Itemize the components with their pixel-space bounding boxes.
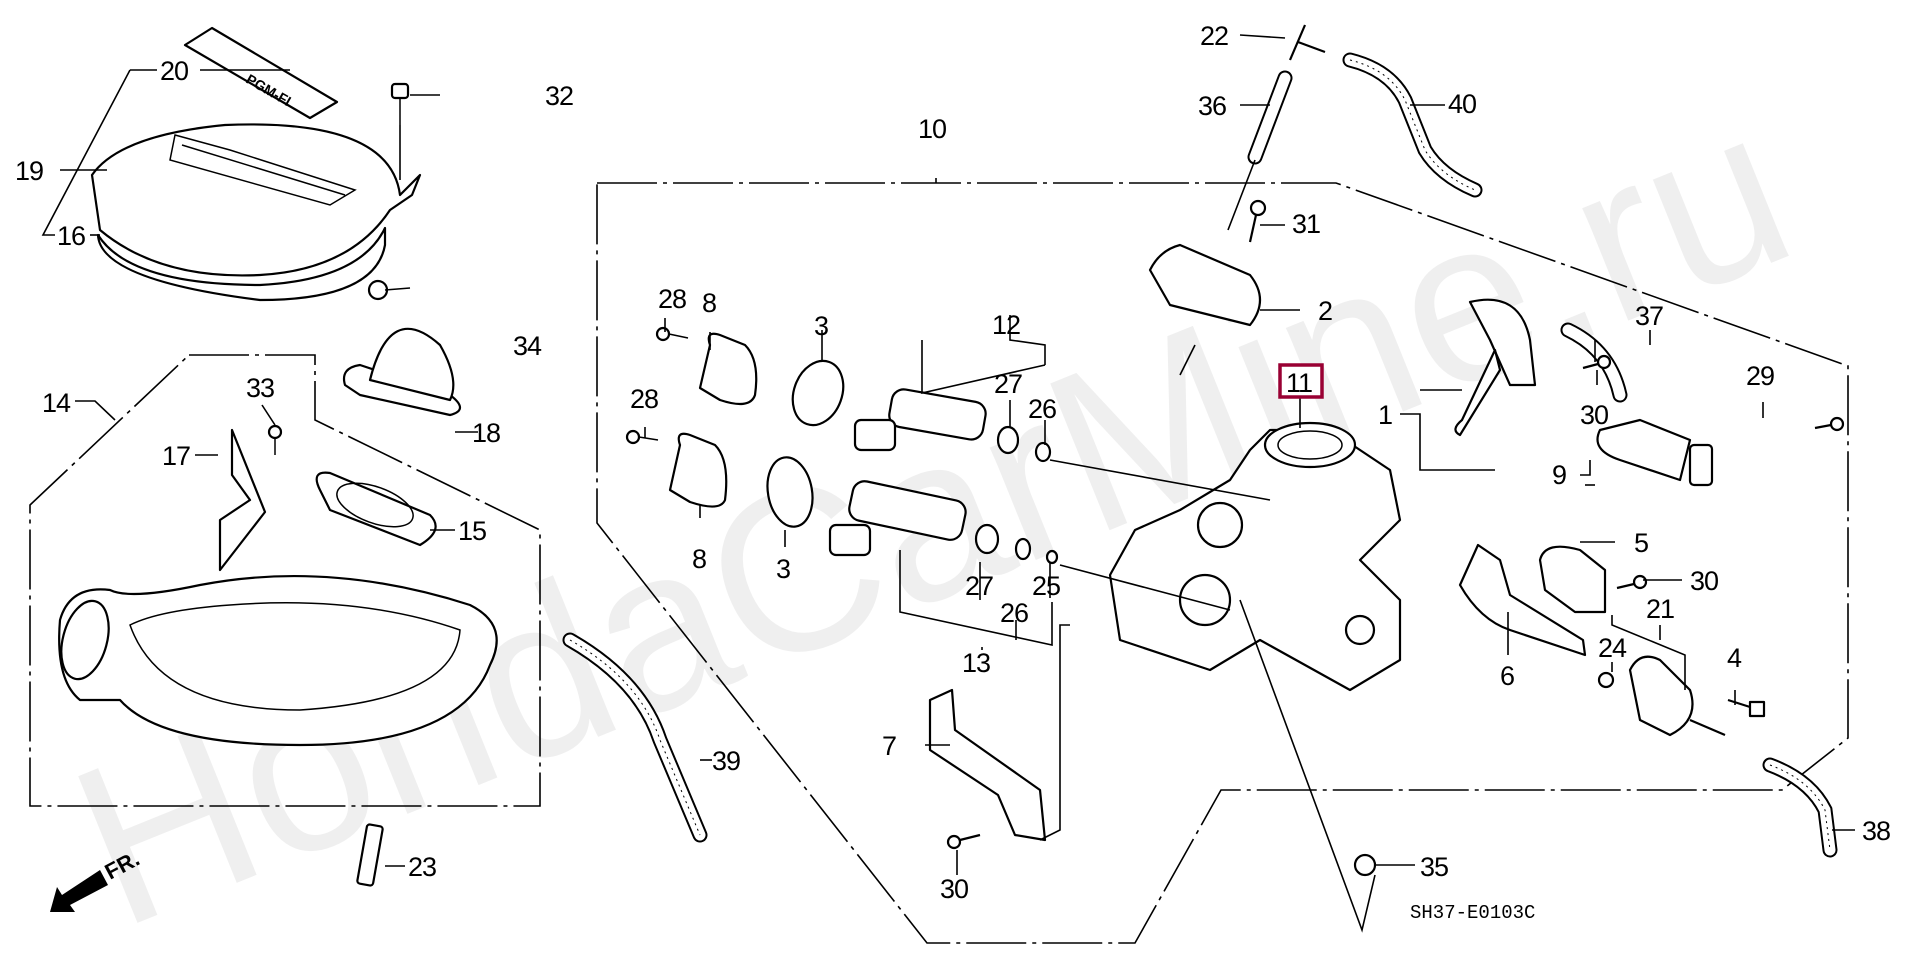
- part-16-air-filter[interactable]: [96, 226, 387, 302]
- callout-11[interactable]: 11: [1286, 368, 1313, 398]
- part-29-bolt[interactable]: [1814, 416, 1845, 432]
- part-19-air-cleaner-cover[interactable]: [90, 123, 422, 277]
- part-24-washer[interactable]: [1597, 671, 1615, 689]
- part-39-hose[interactable]: [562, 632, 708, 843]
- callout-12[interactable]: 12: [992, 310, 1021, 340]
- callout-5[interactable]: 5: [1634, 528, 1649, 558]
- part-26-washer-upper[interactable]: [1034, 441, 1052, 463]
- callout-21[interactable]: 21: [1646, 594, 1675, 624]
- front-arrow-icon: [50, 870, 108, 912]
- part-38-hose[interactable]: [1762, 757, 1838, 858]
- callout-35[interactable]: 35: [1420, 852, 1449, 882]
- callout-18[interactable]: 18: [472, 418, 501, 448]
- callout-22[interactable]: 22: [1200, 21, 1229, 51]
- callout-27-upper[interactable]: 27: [994, 369, 1023, 399]
- part-30-bolt-lower[interactable]: [946, 833, 981, 850]
- callout-8-upper[interactable]: 8: [702, 288, 717, 318]
- callout-3-upper[interactable]: 3: [814, 311, 829, 341]
- callout-38[interactable]: 38: [1862, 816, 1891, 846]
- callout-10[interactable]: 10: [918, 114, 947, 144]
- callout-33[interactable]: 33: [246, 373, 275, 403]
- callout-26-upper[interactable]: 26: [1028, 394, 1057, 424]
- part-25-clip[interactable]: [1045, 549, 1059, 565]
- callout-6[interactable]: 6: [1500, 661, 1515, 691]
- part-28-bolt-lower[interactable]: [625, 429, 659, 445]
- part-21-sensor[interactable]: [1628, 655, 1726, 737]
- callout-23[interactable]: 23: [408, 852, 437, 882]
- callout-27-lower[interactable]: 27: [965, 571, 994, 601]
- callout-32[interactable]: 32: [545, 81, 574, 111]
- callout-8-lower[interactable]: 8: [692, 544, 707, 574]
- part-8-cover-lower[interactable]: [668, 432, 728, 508]
- part-33-screw[interactable]: [267, 424, 283, 455]
- callout-30-mid[interactable]: 30: [1690, 566, 1719, 596]
- callout-20[interactable]: 20: [160, 56, 189, 86]
- leader-lines: [41, 34, 1855, 933]
- part-22-t-joint[interactable]: [1288, 24, 1326, 61]
- part-27-oring-lower[interactable]: [974, 523, 1000, 555]
- part-4-bolt[interactable]: [1727, 698, 1766, 718]
- callout-26-lower[interactable]: 26: [1000, 598, 1029, 628]
- part-32-bolt[interactable]: [390, 82, 410, 180]
- callout-15[interactable]: 15: [458, 516, 487, 546]
- part-1-bracket[interactable]: [1454, 298, 1537, 437]
- part-2-dashpot[interactable]: [1148, 243, 1262, 376]
- part-20-emblem[interactable]: PGM-FI: [183, 26, 339, 120]
- callout-14[interactable]: 14: [42, 388, 72, 418]
- group-outline-14: [29, 354, 541, 807]
- highlight-box-11: [1278, 363, 1324, 399]
- part-34-nut[interactable]: [367, 279, 389, 301]
- part-6-bracket[interactable]: [1458, 543, 1587, 657]
- part-28-bolt-upper[interactable]: [655, 326, 689, 342]
- callout-31[interactable]: 31: [1292, 209, 1321, 239]
- callout-19[interactable]: 19: [15, 156, 44, 186]
- callout-7[interactable]: 7: [882, 731, 897, 761]
- callout-4[interactable]: 4: [1727, 643, 1743, 673]
- group-outline-10: [596, 182, 1849, 944]
- callout-labels: 1 2 3 3 4 5 6 7 8 8 9 10 11 12 13 14 15 …: [15, 21, 1891, 904]
- callout-1[interactable]: 1: [1378, 400, 1393, 430]
- callout-3-lower[interactable]: 3: [776, 554, 791, 584]
- part-3-seal-upper[interactable]: [784, 354, 852, 432]
- part-17-plate[interactable]: [218, 428, 267, 572]
- part-11-throttle-body[interactable]: [1108, 421, 1402, 692]
- callout-16[interactable]: 16: [57, 221, 86, 251]
- part-9-valve[interactable]: [1596, 418, 1714, 487]
- part-5-bracket[interactable]: [1538, 545, 1607, 614]
- part-7-bracket[interactable]: [928, 688, 1047, 842]
- part-12-injector-upper[interactable]: [853, 387, 988, 452]
- part-8-cover-upper[interactable]: [698, 332, 758, 406]
- part-35-nut[interactable]: [1353, 853, 1377, 877]
- diagram-code: SH37-E0103C: [1410, 902, 1535, 924]
- callout-36[interactable]: 36: [1198, 91, 1227, 121]
- callout-30-lower[interactable]: 30: [940, 874, 969, 904]
- part-27-oring-upper[interactable]: [996, 425, 1020, 455]
- part-14-air-cleaner-case[interactable]: [53, 574, 498, 747]
- callout-28-upper[interactable]: 28: [658, 284, 687, 314]
- part-15-gasket[interactable]: [315, 471, 437, 547]
- callout-34[interactable]: 34: [513, 331, 543, 361]
- callout-29[interactable]: 29: [1746, 361, 1775, 391]
- part-30-bolt-mid[interactable]: [1616, 574, 1648, 590]
- part-31-screw[interactable]: [1248, 199, 1267, 243]
- part-23-stud[interactable]: [356, 823, 384, 887]
- part-13-injector-lower[interactable]: [828, 479, 968, 557]
- part-40-hose[interactable]: [1342, 52, 1483, 198]
- callout-25[interactable]: 25: [1032, 571, 1061, 601]
- part-36-hose[interactable]: [1227, 70, 1293, 231]
- callout-40[interactable]: 40: [1448, 89, 1477, 119]
- callout-30-upper[interactable]: 30: [1580, 400, 1609, 430]
- callout-37[interactable]: 37: [1635, 301, 1664, 331]
- callout-9[interactable]: 9: [1552, 460, 1567, 490]
- callout-17[interactable]: 17: [162, 441, 191, 471]
- part-3-seal-lower[interactable]: [762, 454, 817, 531]
- part-26-washer-lower[interactable]: [1014, 537, 1032, 561]
- callout-28-lower[interactable]: 28: [630, 384, 659, 414]
- callout-24[interactable]: 24: [1598, 633, 1628, 663]
- part-30-bolt-upper[interactable]: [1582, 354, 1612, 370]
- callout-2[interactable]: 2: [1318, 296, 1333, 326]
- callout-13[interactable]: 13: [962, 648, 991, 678]
- callout-39[interactable]: 39: [712, 746, 741, 776]
- part-18-screen-filter[interactable]: [342, 327, 462, 417]
